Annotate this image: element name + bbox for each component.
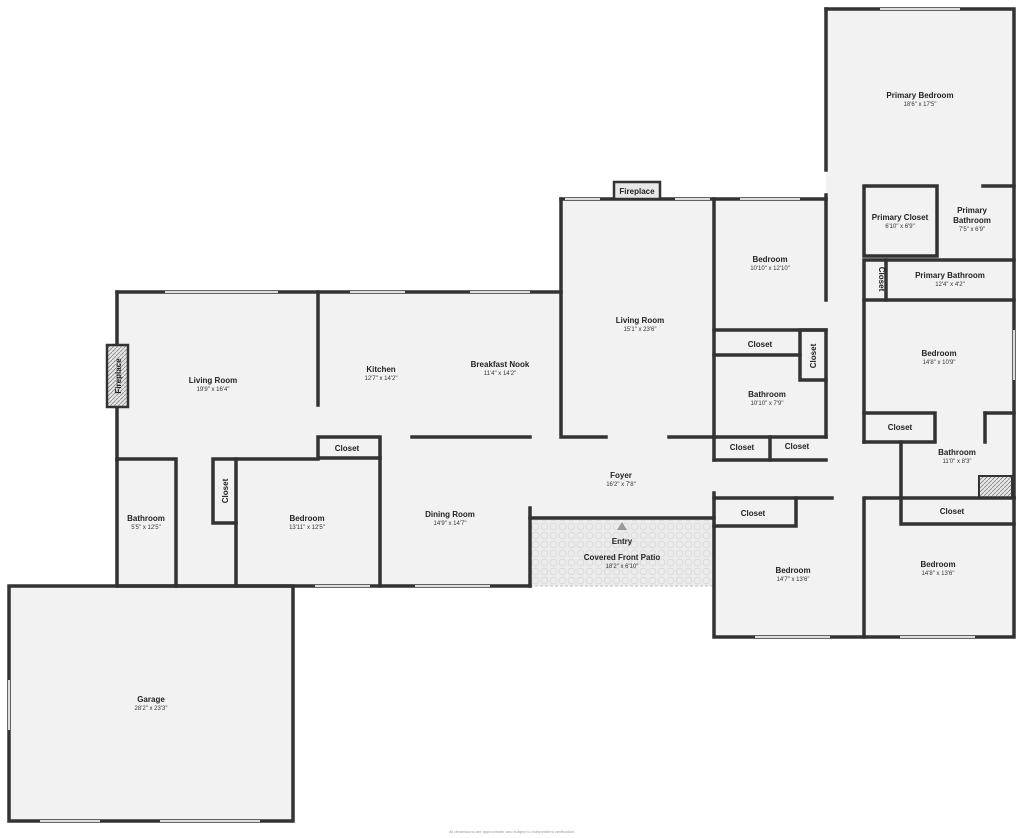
covered-patio-dim: 18'2" x 6'10" bbox=[606, 564, 639, 570]
closet-label-kitchen: Closet bbox=[335, 444, 360, 453]
primary-bathroom-a-dim: 7'5" x 6'9" bbox=[959, 227, 985, 233]
bedroom-ne-label: Bedroom bbox=[752, 255, 787, 264]
primary-bathroom-a-line2: Bathroom bbox=[953, 216, 991, 225]
bedroom-s1-label: Bedroom bbox=[775, 566, 810, 575]
foyer-dim: 16'2" x 7'8" bbox=[606, 482, 636, 488]
bedroom-s2-label: Bedroom bbox=[920, 560, 955, 569]
bedroom-s1-dim: 14'7" x 13'6" bbox=[777, 577, 810, 583]
bedroom-e-dim: 14'8" x 10'9" bbox=[923, 360, 956, 366]
room-labels: Primary Bedroom 18'6" x 17'5" Primary Cl… bbox=[127, 91, 991, 712]
breakfast-nook-label: Breakfast Nook bbox=[471, 360, 530, 369]
closet-label-mid-left: Closet bbox=[730, 443, 755, 452]
bedroom-w-label: Bedroom bbox=[289, 514, 324, 523]
dining-room-label: Dining Room bbox=[425, 510, 475, 519]
primary-closet-dim: 6'10" x 6'9" bbox=[885, 224, 915, 230]
bedroom-s2-dim: 14'8" x 13'6" bbox=[922, 571, 955, 577]
closet-label-ne-vertical: Closet bbox=[809, 343, 818, 368]
closet-label-s2: Closet bbox=[940, 507, 965, 516]
closet-label-ne: Closet bbox=[748, 340, 773, 349]
disclaimer-footer: All dimensions are approximate and subje… bbox=[448, 829, 576, 834]
closet-label-e: Closet bbox=[888, 423, 913, 432]
bedroom-ne-dim: 10'10" x 12'10" bbox=[750, 266, 790, 272]
closet-label-primary-vertical: Closet bbox=[877, 267, 886, 292]
covered-patio-label: Covered Front Patio bbox=[584, 553, 661, 562]
primary-closet-label: Primary Closet bbox=[872, 213, 929, 222]
bathroom-mid-label: Bathroom bbox=[748, 390, 786, 399]
kitchen-dim: 12'7" x 14'2" bbox=[365, 376, 398, 382]
primary-bedroom-label: Primary Bedroom bbox=[886, 91, 953, 100]
entry-label: Entry bbox=[612, 537, 633, 546]
fireplace-west-label: Fireplace bbox=[114, 358, 123, 394]
breakfast-nook-dim: 11'4" x 14'2" bbox=[484, 371, 516, 377]
closet-labels: Closet Closet Closet Closet Closet Close… bbox=[221, 267, 965, 518]
dining-room-dim: 14'9" x 14'7" bbox=[434, 521, 467, 527]
foyer-label: Foyer bbox=[610, 471, 632, 480]
primary-bathroom-b-label: Primary Bathroom bbox=[915, 271, 985, 280]
fireplace-top: Fireplace bbox=[612, 180, 662, 201]
primary-bedroom-dim: 18'6" x 17'5" bbox=[904, 102, 937, 108]
closet-label-w-vertical: Closet bbox=[221, 478, 230, 503]
closet-label-mid-right: Closet bbox=[785, 442, 810, 451]
bathroom-e-dim: 11'0" x 8'3" bbox=[942, 459, 971, 465]
living-room-center-dim: 15'1" x 23'6" bbox=[624, 327, 657, 333]
living-room-west-label: Living Room bbox=[189, 376, 237, 385]
bathroom-w-label: Bathroom bbox=[127, 514, 165, 523]
entry-arrow-icon bbox=[617, 522, 627, 530]
living-room-west-dim: 19'9" x 16'4" bbox=[197, 387, 230, 393]
bathroom-e-label: Bathroom bbox=[938, 448, 976, 457]
primary-bathroom-a-line1: Primary bbox=[957, 206, 987, 215]
bedroom-e-label: Bedroom bbox=[921, 349, 956, 358]
windows bbox=[8, 8, 1015, 822]
living-room-center-label: Living Room bbox=[616, 316, 664, 325]
bathroom-w-dim: 5'5" x 12'5" bbox=[131, 525, 161, 531]
primary-bathroom-b-dim: 12'4" x 4'2" bbox=[935, 282, 965, 288]
svg-text:Fireplace: Fireplace bbox=[619, 187, 655, 196]
garage-dim: 28'2" x 23'3" bbox=[135, 706, 168, 712]
bathroom-mid-dim: 10'10" x 7'9" bbox=[751, 401, 784, 407]
closet-label-s1: Closet bbox=[741, 509, 766, 518]
kitchen-label: Kitchen bbox=[366, 365, 395, 374]
garage-label: Garage bbox=[137, 695, 165, 704]
bedroom-w-dim: 13'11" x 12'5" bbox=[289, 525, 325, 531]
